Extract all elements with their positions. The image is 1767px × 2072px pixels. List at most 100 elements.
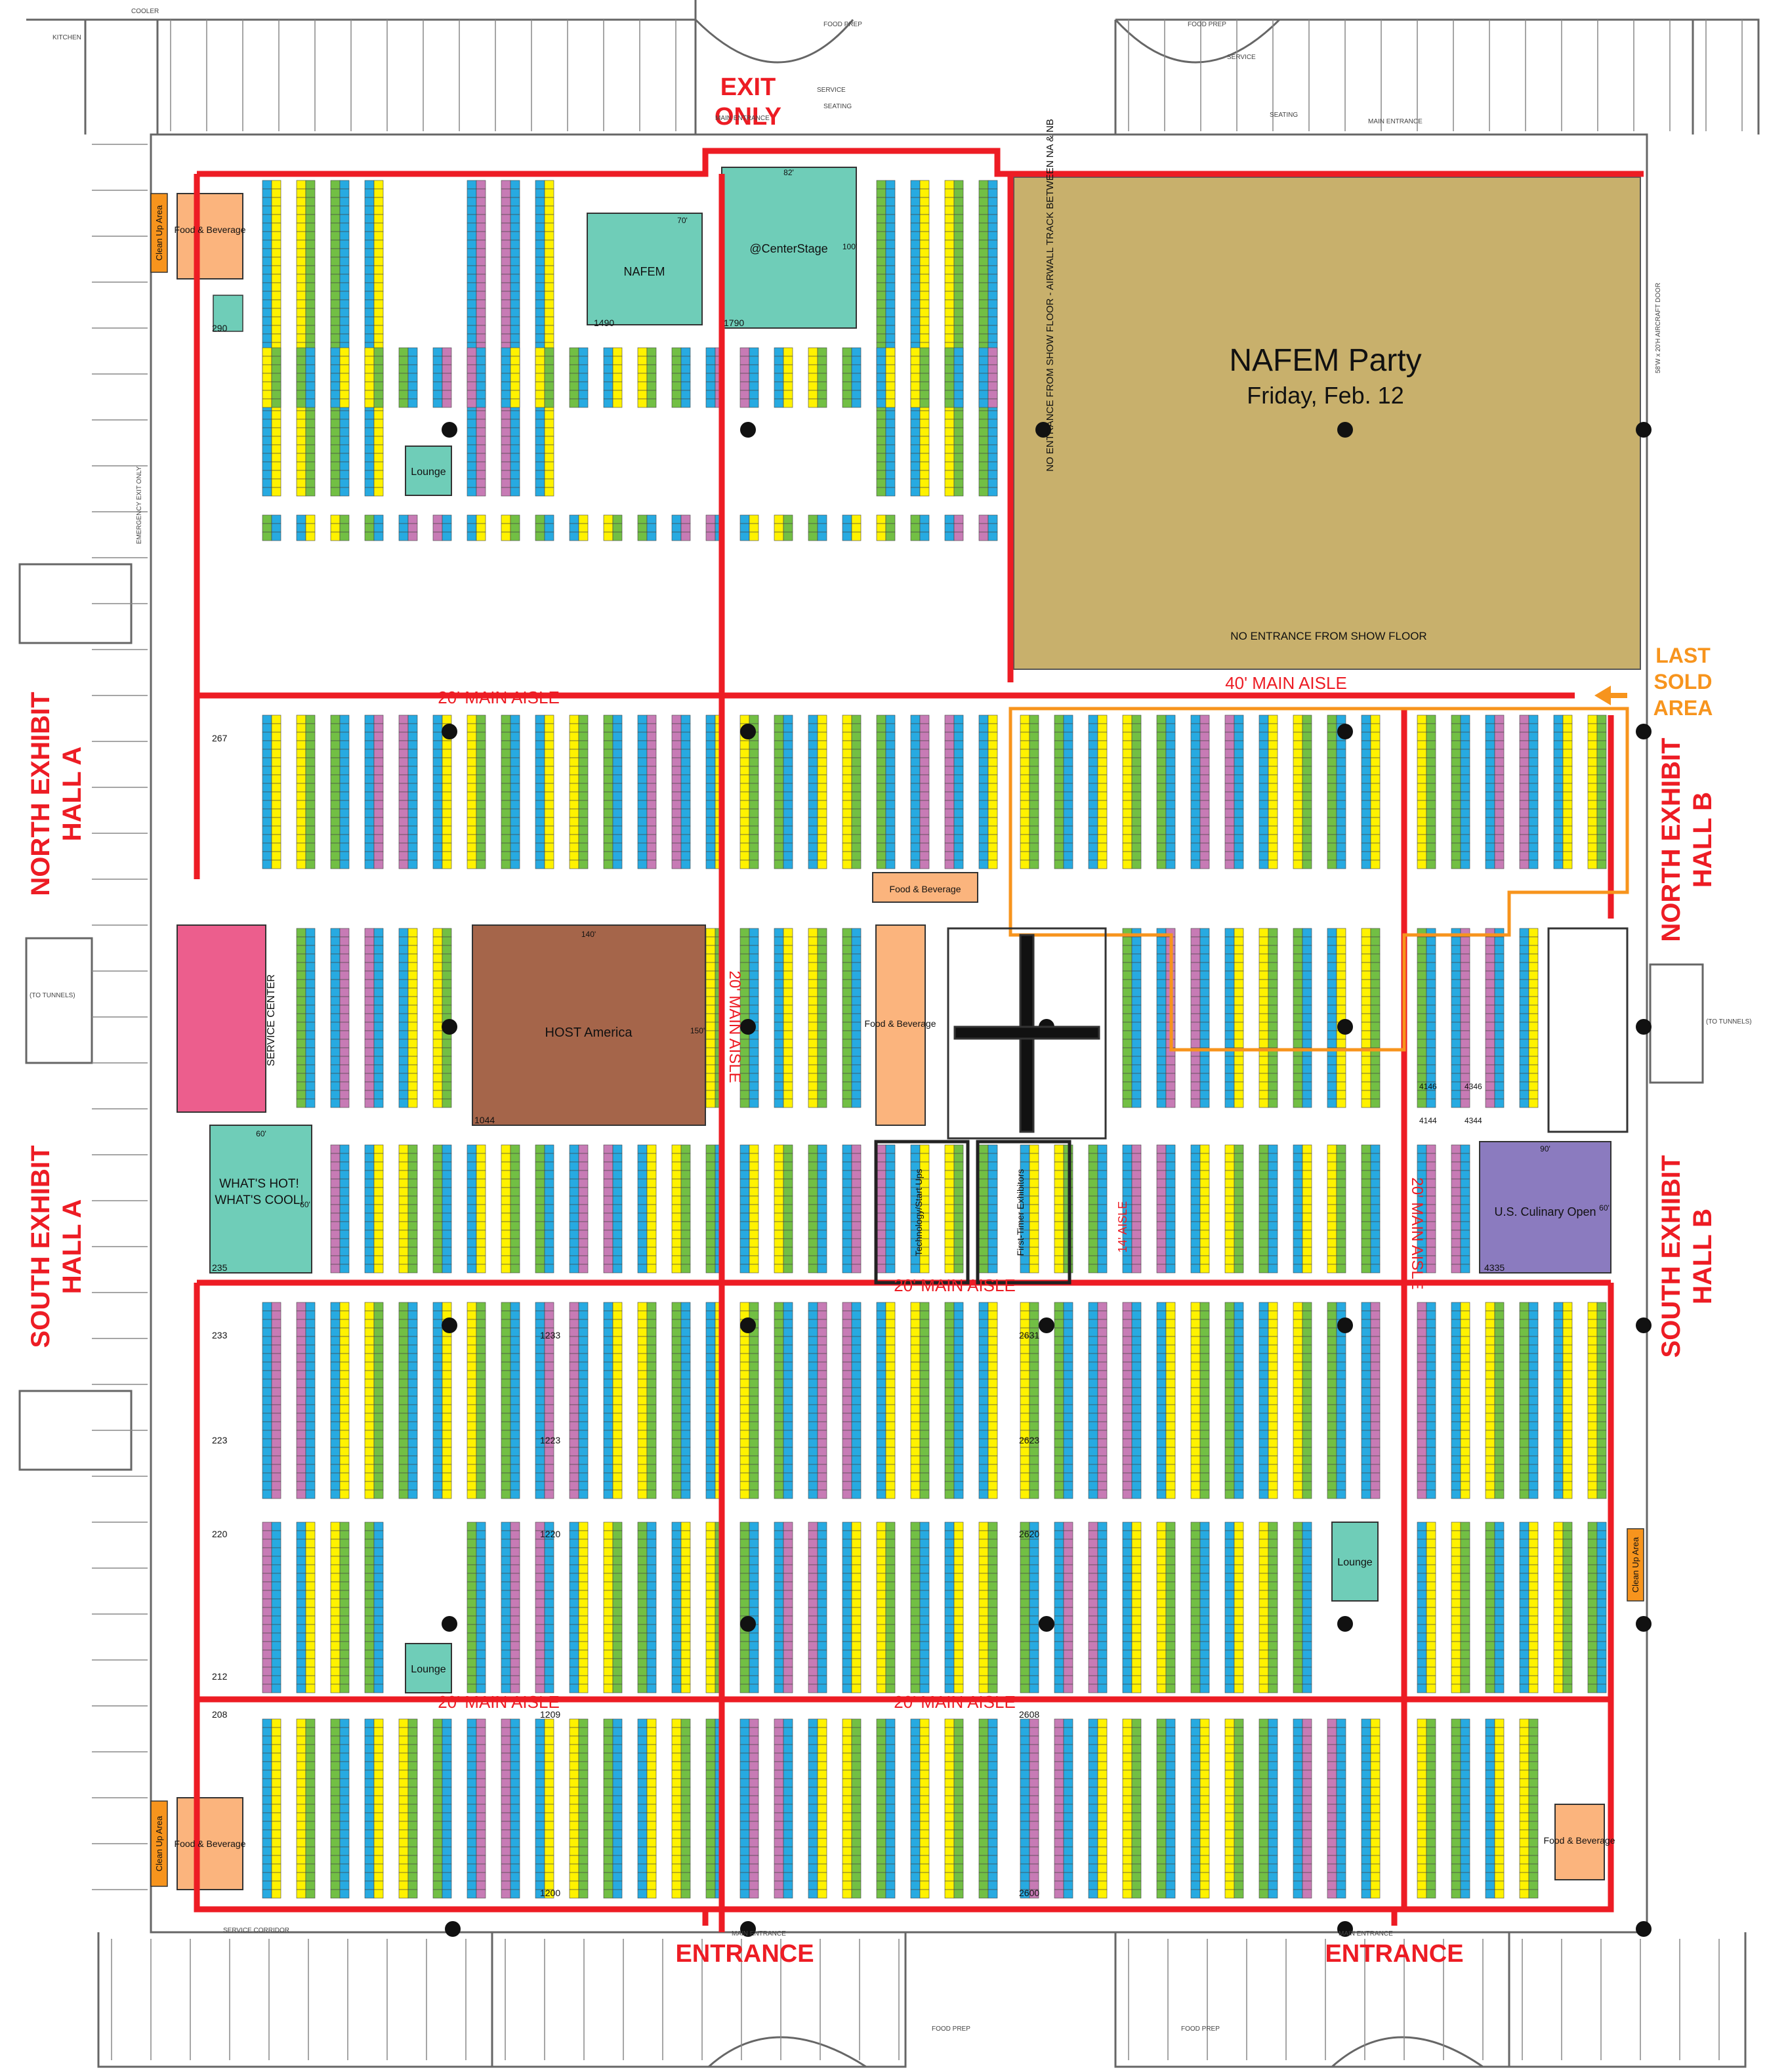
booth-cell [1029, 1170, 1039, 1180]
booth-cell [1528, 1098, 1539, 1108]
booth-cell [578, 398, 589, 408]
booth-cell [535, 265, 545, 275]
booth-cell [774, 1144, 784, 1154]
booth-cell [646, 1178, 657, 1188]
booth-cell [953, 381, 964, 391]
booth-cell [1426, 1238, 1436, 1248]
booth-cell [774, 757, 784, 767]
booth-cell [910, 808, 921, 818]
booth-cell [535, 1187, 545, 1197]
booth-cell [1199, 928, 1210, 938]
booth-pod [774, 1144, 793, 1274]
booth-cell [876, 1204, 886, 1214]
booth-cell [953, 444, 964, 454]
booth-cell [330, 257, 341, 266]
booth-cell [978, 774, 989, 784]
booth-cell [271, 757, 281, 767]
booth-cell [783, 1073, 793, 1083]
booth-cell [1562, 715, 1573, 724]
booth-cell [467, 523, 477, 533]
booth-cell [305, 766, 316, 776]
booth-cell [910, 757, 921, 767]
booth-cell [978, 531, 989, 541]
booth-cell [851, 364, 862, 374]
booth-cell [501, 523, 511, 533]
booth-cell [910, 239, 921, 249]
booth-cell [1361, 851, 1371, 861]
booth-cell [1088, 1230, 1098, 1239]
booth-cell [330, 1187, 341, 1197]
booth-pod [978, 514, 998, 541]
booth-cell [1302, 1064, 1312, 1074]
booth-cell [646, 356, 657, 365]
booth-cell [262, 325, 272, 335]
booth-cell [1190, 732, 1201, 741]
booth-cell [330, 1056, 341, 1066]
booth-cell [1224, 715, 1235, 724]
booth-cell [1097, 740, 1108, 750]
booth-cell [1131, 825, 1142, 835]
booth-cell [373, 953, 384, 963]
booth-cell [578, 381, 589, 391]
booth-cell [1460, 851, 1470, 861]
booth-cell [407, 1013, 418, 1023]
booth-cell [953, 427, 964, 437]
booth-cell [373, 1161, 384, 1171]
booth-cell [398, 347, 409, 357]
booth-cell [1327, 1230, 1337, 1239]
booth-cell [262, 1370, 272, 1380]
booth-cell [1258, 1098, 1269, 1108]
booth-cell [1302, 1230, 1312, 1239]
booth-cell [671, 356, 682, 365]
booth-cell [1451, 834, 1461, 844]
booth-cell [1494, 740, 1505, 750]
booth-cell [919, 791, 930, 801]
booth-cell [1258, 1187, 1269, 1197]
booth-cell [1302, 970, 1312, 980]
booth-cell [1097, 1204, 1108, 1214]
booth-pod [330, 1302, 350, 1499]
booth-cell [1224, 723, 1235, 733]
booth-cell [305, 1039, 316, 1048]
booth-pod [944, 514, 964, 541]
booth-cell [637, 851, 648, 861]
booth-cell [885, 783, 896, 793]
booth-cell [1293, 1056, 1303, 1066]
booth-cell [262, 1336, 272, 1346]
booth-cell [364, 265, 375, 275]
booth-pod [774, 928, 793, 1108]
booth-cell [339, 265, 350, 275]
booth-cell [467, 364, 477, 374]
booth-cell [467, 783, 477, 793]
booth-cell [646, 757, 657, 767]
booth-cell [432, 347, 443, 357]
booth-cell [705, 987, 716, 997]
booth-cell [876, 766, 886, 776]
booth-cell [808, 987, 818, 997]
booth-cell [1097, 1178, 1108, 1188]
booth-cell [612, 766, 623, 776]
booth-cell [1097, 1161, 1108, 1171]
booth-cell [1199, 800, 1210, 810]
booth-cell [987, 757, 998, 767]
booth-cell [467, 851, 477, 861]
booth-cell [749, 987, 759, 997]
booth-pod [1156, 1144, 1176, 1274]
booth-cell [1258, 1161, 1269, 1171]
booth-cell [1165, 1170, 1176, 1180]
booth-cell [842, 1030, 852, 1040]
booth-cell [612, 1212, 623, 1222]
booth-cell [953, 1204, 964, 1214]
booth-cell [1426, 1204, 1436, 1214]
booth-cell [407, 808, 418, 818]
booth-cell [467, 723, 477, 733]
booth-cell [953, 373, 964, 383]
booth-cell [1029, 1212, 1039, 1222]
booth-cell [271, 1430, 281, 1440]
booth-cell [1302, 860, 1312, 869]
booth-cell [262, 825, 272, 835]
booth-cell [705, 808, 716, 818]
booth-cell [373, 979, 384, 989]
booth-cell [987, 1247, 998, 1256]
booth-cell [1156, 1073, 1167, 1083]
